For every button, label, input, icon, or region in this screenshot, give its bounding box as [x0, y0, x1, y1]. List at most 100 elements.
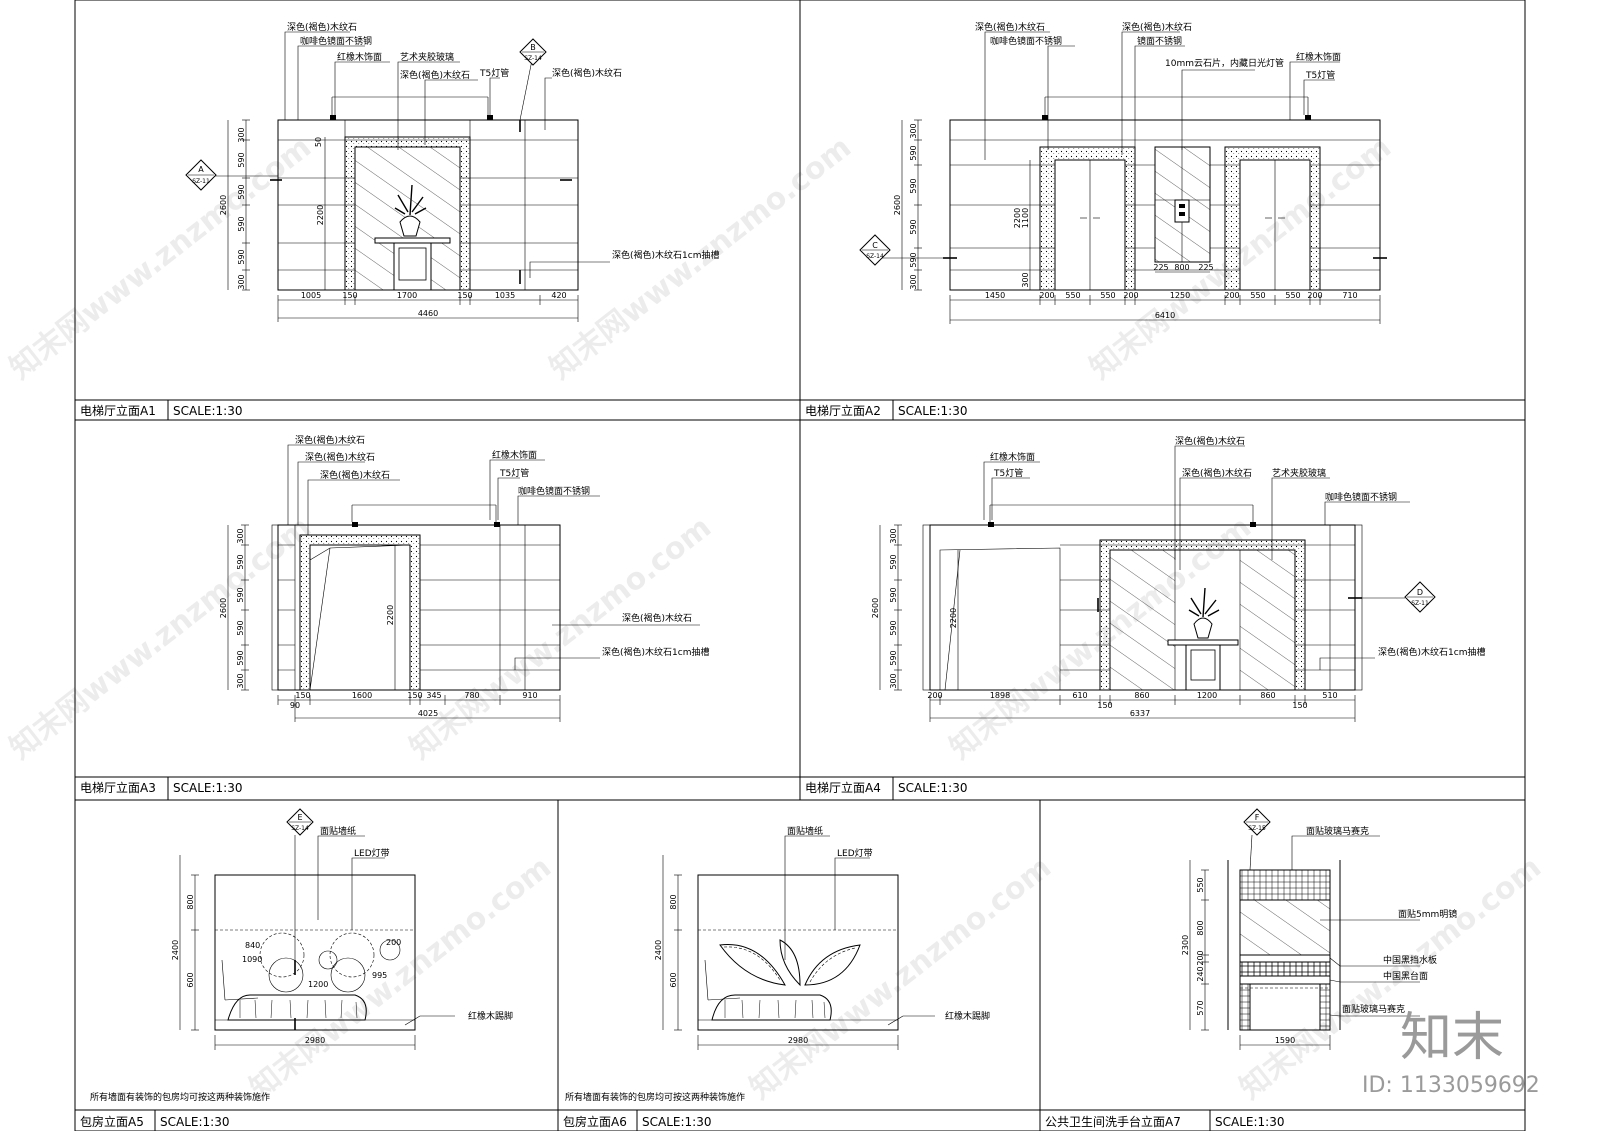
watermark: 知末网www.znzmo.com [403, 510, 718, 767]
a1-title: 电梯厅立面A1 [80, 403, 156, 418]
a6-scale: SCALE:1:30 [642, 1115, 711, 1129]
a1-section-a-letter: A [198, 165, 204, 174]
a2-inner-v-1: 1100 [1021, 208, 1030, 228]
watermark: 知末网www.znzmo.com [3, 130, 318, 387]
a7-section-f-letter: F [1255, 813, 1260, 822]
a4-dh-5: 1200 [1197, 691, 1217, 700]
a7-elevation [1227, 860, 1341, 1031]
a2-horizontal-dims: 1450 200 550 550 200 1250 200 550 550 20… [949, 263, 1381, 324]
a5-note: 所有墙面有装饰的包房均可按这两种装饰施作 [90, 1091, 270, 1103]
a2-dh-1: 200 [1039, 291, 1054, 300]
a2-dsub-1: 800 [1174, 263, 1189, 272]
a3-callout-1: 深色(褐色)木纹石 [305, 451, 375, 463]
panel-a6: 800 600 2400 2980 面贴墙纸 LED灯带 红橡木踢脚 所有墙面有… [563, 825, 990, 1129]
panel-a5: 800 600 2400 2980 840 1090 1200 995 200 … [80, 808, 513, 1129]
a2-dv-2: 590 [909, 178, 918, 193]
panel-a1: 300 590 590 590 590 300 2600 2200 50 100… [80, 21, 719, 418]
a1-dv-5: 300 [237, 274, 246, 289]
brand-id: ID: 1133059692 [1362, 1073, 1540, 1098]
a7-callout-2: 中国黑挡水板 [1383, 954, 1437, 966]
a3-dv-3: 590 [236, 620, 245, 635]
a2-dv-0: 300 [909, 123, 918, 138]
a5-circle-dim-1: 1090 [242, 955, 262, 964]
a4-height: 2600 [871, 598, 880, 618]
a1-dv-3: 590 [237, 216, 246, 231]
a2-scale: SCALE:1:30 [898, 404, 967, 418]
watermark: 知末网www.znzmo.com [543, 130, 858, 387]
a7-dv-1: 800 [1196, 920, 1205, 935]
a1-dh-2: 1700 [397, 291, 417, 300]
a2-dv-4: 590 [909, 252, 918, 267]
a5-dv-1: 600 [186, 972, 195, 987]
a5-scale: SCALE:1:30 [160, 1115, 229, 1129]
a5-dv-0: 800 [186, 894, 195, 909]
a7-dv-3: 240 [1196, 966, 1205, 981]
a3-dh-0: 90 [290, 701, 300, 710]
a7-section-mark-f[interactable]: F SZ-15 [1243, 808, 1271, 871]
a2-dh-5: 1250 [1170, 291, 1190, 300]
a4-callout-5: 咖啡色镜面不锈钢 [1325, 491, 1397, 503]
a5-height: 2400 [171, 940, 180, 960]
a3-callout-4: T5灯管 [499, 467, 529, 479]
a2-callout-1: 咖啡色镜面不锈钢 [990, 35, 1062, 47]
a6-dims: 800 600 2400 2980 [654, 855, 899, 1050]
a2-dsub-0: 225 [1153, 263, 1168, 272]
a3-callout-0: 深色(褐色)木纹石 [295, 434, 365, 446]
a2-section-mark-c[interactable]: C SZ-14 [859, 234, 950, 266]
a4-dv-3: 590 [889, 620, 898, 635]
a4-dv-0: 300 [889, 528, 898, 543]
a2-vertical-dims: 300 590 590 590 590 300 2600 2200 300 11… [893, 119, 1031, 291]
a1-callouts: 深色(褐色)木纹石 咖啡色镜面不锈钢 红橡木饰面 艺术夹胶玻璃 深色(褐色)木纹… [284, 21, 719, 278]
a4-dh-8: 510 [1322, 691, 1337, 700]
a1-dh-1: 150 [342, 291, 357, 300]
a1-callout-3: 艺术夹胶玻璃 [400, 51, 454, 63]
a1-callout-0: 深色(褐色)木纹石 [287, 21, 357, 33]
a4-callout-1: T5灯管 [993, 467, 1023, 479]
a4-elevation [922, 522, 1363, 691]
a1-section-a-ref: SZ-11 [192, 178, 210, 185]
a2-inner-height: 2200 [1013, 208, 1022, 228]
a2-height: 2600 [893, 195, 902, 215]
a3-callouts: 深色(褐色)木纹石 深色(褐色)木纹石 深色(褐色)木纹石 红橡木饰面 T5灯管… [287, 434, 709, 670]
a4-callout-3: 深色(褐色)木纹石 [1182, 467, 1252, 479]
watermark: 知末网www.znzmo.com [3, 510, 318, 767]
a5-section-e-ref: SZ-14 [291, 825, 309, 832]
a1-section-b-ref: SZ-14 [524, 55, 542, 62]
a7-scale: SCALE:1:30 [1215, 1115, 1284, 1129]
a6-elevation [697, 874, 899, 1031]
a1-dh-0: 1005 [301, 291, 321, 300]
a4-total: 6337 [1130, 709, 1150, 718]
brand-stamp: 知末 ID: 1133059692 [1362, 1008, 1540, 1098]
a2-callout-3: 镜面不锈钢 [1137, 35, 1182, 47]
a5-callouts: 面贴墙纸 LED灯带 红橡木踢脚 [317, 825, 513, 1026]
panel-a3: 300 590 590 590 590 300 2600 2200 90 150… [80, 434, 709, 795]
a7-callout-4: 面贴玻璃马赛克 [1342, 1003, 1405, 1015]
a2-dh-4: 200 [1123, 291, 1138, 300]
a5-section-mark-e[interactable]: E SZ-14 [286, 808, 314, 960]
a3-vertical-dims: 300 590 590 590 590 300 2600 2200 [219, 524, 396, 691]
a4-dh-2: 610 [1072, 691, 1087, 700]
a4-dh-7: 150 [1292, 701, 1307, 710]
a1-vertical-dims: 300 590 590 590 590 300 2600 2200 50 [219, 119, 326, 291]
a6-total: 2980 [788, 1036, 808, 1045]
a4-dv-1: 590 [889, 554, 898, 569]
a1-section-mark-b[interactable]: B SZ-14 [519, 38, 547, 121]
a3-elevation [271, 522, 561, 691]
a3-dh-5: 780 [464, 691, 479, 700]
a1-section-b-letter: B [530, 43, 536, 52]
a3-title: 电梯厅立面A3 [80, 780, 156, 795]
a4-section-mark-d[interactable]: D SZ-11 [1355, 581, 1436, 613]
a4-scale: SCALE:1:30 [898, 781, 967, 795]
a1-height: 2600 [219, 195, 228, 215]
a2-callouts: 深色(褐色)木纹石 咖啡色镜面不锈钢 深色(褐色)木纹石 镜面不锈钢 10mm云… [975, 21, 1341, 160]
a4-callouts: 红橡木饰面 T5灯管 深色(褐色)木纹石 深色(褐色)木纹石 艺术夹胶玻璃 咖啡… [983, 435, 1485, 670]
a5-circle-dim-3: 995 [372, 971, 387, 980]
a1-callout-7: 深色(褐色)木纹石1cm抽槽 [612, 249, 719, 261]
a4-dh-1: 1898 [990, 691, 1010, 700]
a2-elevation [943, 115, 1387, 291]
a2-inner-v-0: 300 [1021, 272, 1030, 287]
a1-section-mark-a[interactable]: A SZ-11 [185, 159, 278, 191]
a5-title: 包房立面A5 [80, 1114, 144, 1129]
a7-height: 2300 [1181, 935, 1190, 955]
